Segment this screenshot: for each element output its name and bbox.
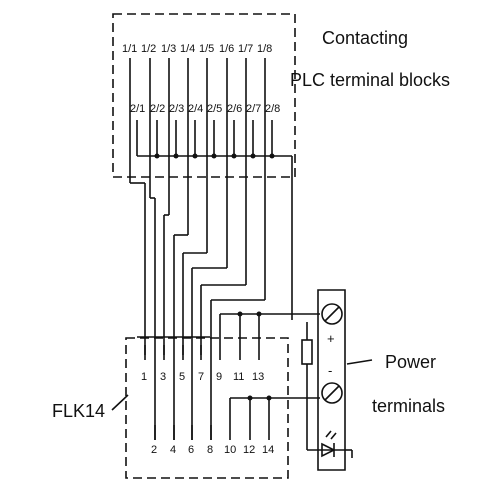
pin-label: 1/4 [180,43,195,55]
pin-label: 14 [262,444,274,456]
flk-bottom-labels: 2 4 6 8 10 12 14 [151,444,274,456]
pin-label: 1/2 [141,43,156,55]
plc-row2-labels: 2/1 2/2 2/3 2/4 2/5 2/6 2/7 2/8 [130,103,280,115]
flk-leader [111,394,129,411]
pin-label: 3 [160,371,166,383]
pin-label: 1/7 [238,43,253,55]
pin-label: 2/4 [188,103,203,115]
positive-rail [219,313,320,345]
flk14-enclosure [125,337,289,479]
plc-label: PLC terminal blocks [290,70,450,90]
minus-sign: - [328,363,332,378]
pin-label: 2/1 [130,103,145,115]
pin-label: 2/7 [246,103,261,115]
pin-label: 1 [141,371,147,383]
pin-label: 2/2 [150,103,165,115]
pin-label: 2/6 [227,103,242,115]
plc-row1-stems [129,58,266,68]
plc-row2-bus [136,130,292,157]
pin-label: 1/8 [257,43,272,55]
pin-label: 12 [243,444,255,456]
pin-label: 1/3 [161,43,176,55]
routing-wires [130,156,293,440]
power-terminal-block [301,289,353,471]
pin-label: 1/5 [199,43,214,55]
plc-row1-labels: 1/1 1/2 1/3 1/4 1/5 1/6 1/7 1/8 [122,43,272,55]
pin-label: 2 [151,444,157,456]
pin-label: 2/8 [265,103,280,115]
plus-sign: + [327,331,335,346]
pin-label: 6 [188,444,194,456]
flk-top-labels: 1 3 5 7 9 11 13 [141,371,264,383]
power-leader [346,359,373,365]
bus-dots [154,153,275,401]
pin-label: 11 [233,371,244,383]
plc-enclosure [112,13,296,178]
pin-label: 9 [216,371,222,383]
pin-label: 5 [179,371,185,383]
contacting-label: Contacting [322,28,408,48]
terminals-label: terminals [372,396,445,416]
pin-label: 1/1 [122,43,137,55]
flk14-label: FLK14 [52,401,105,421]
pin-label: 7 [198,371,204,383]
plc-row2-stems [136,120,273,130]
plc-row1-wires [129,68,266,300]
pin-label: 2/5 [207,103,222,115]
pin-label: 4 [170,444,176,456]
flk-top-pins [137,336,260,360]
power-label: Power [385,352,436,372]
pin-label: 2/3 [169,103,184,115]
pin-label: 1/6 [219,43,234,55]
pin-label: 10 [224,444,236,456]
pin-label: 8 [207,444,213,456]
flk-bottom-pins [154,398,270,440]
pin-label: 13 [252,371,264,383]
